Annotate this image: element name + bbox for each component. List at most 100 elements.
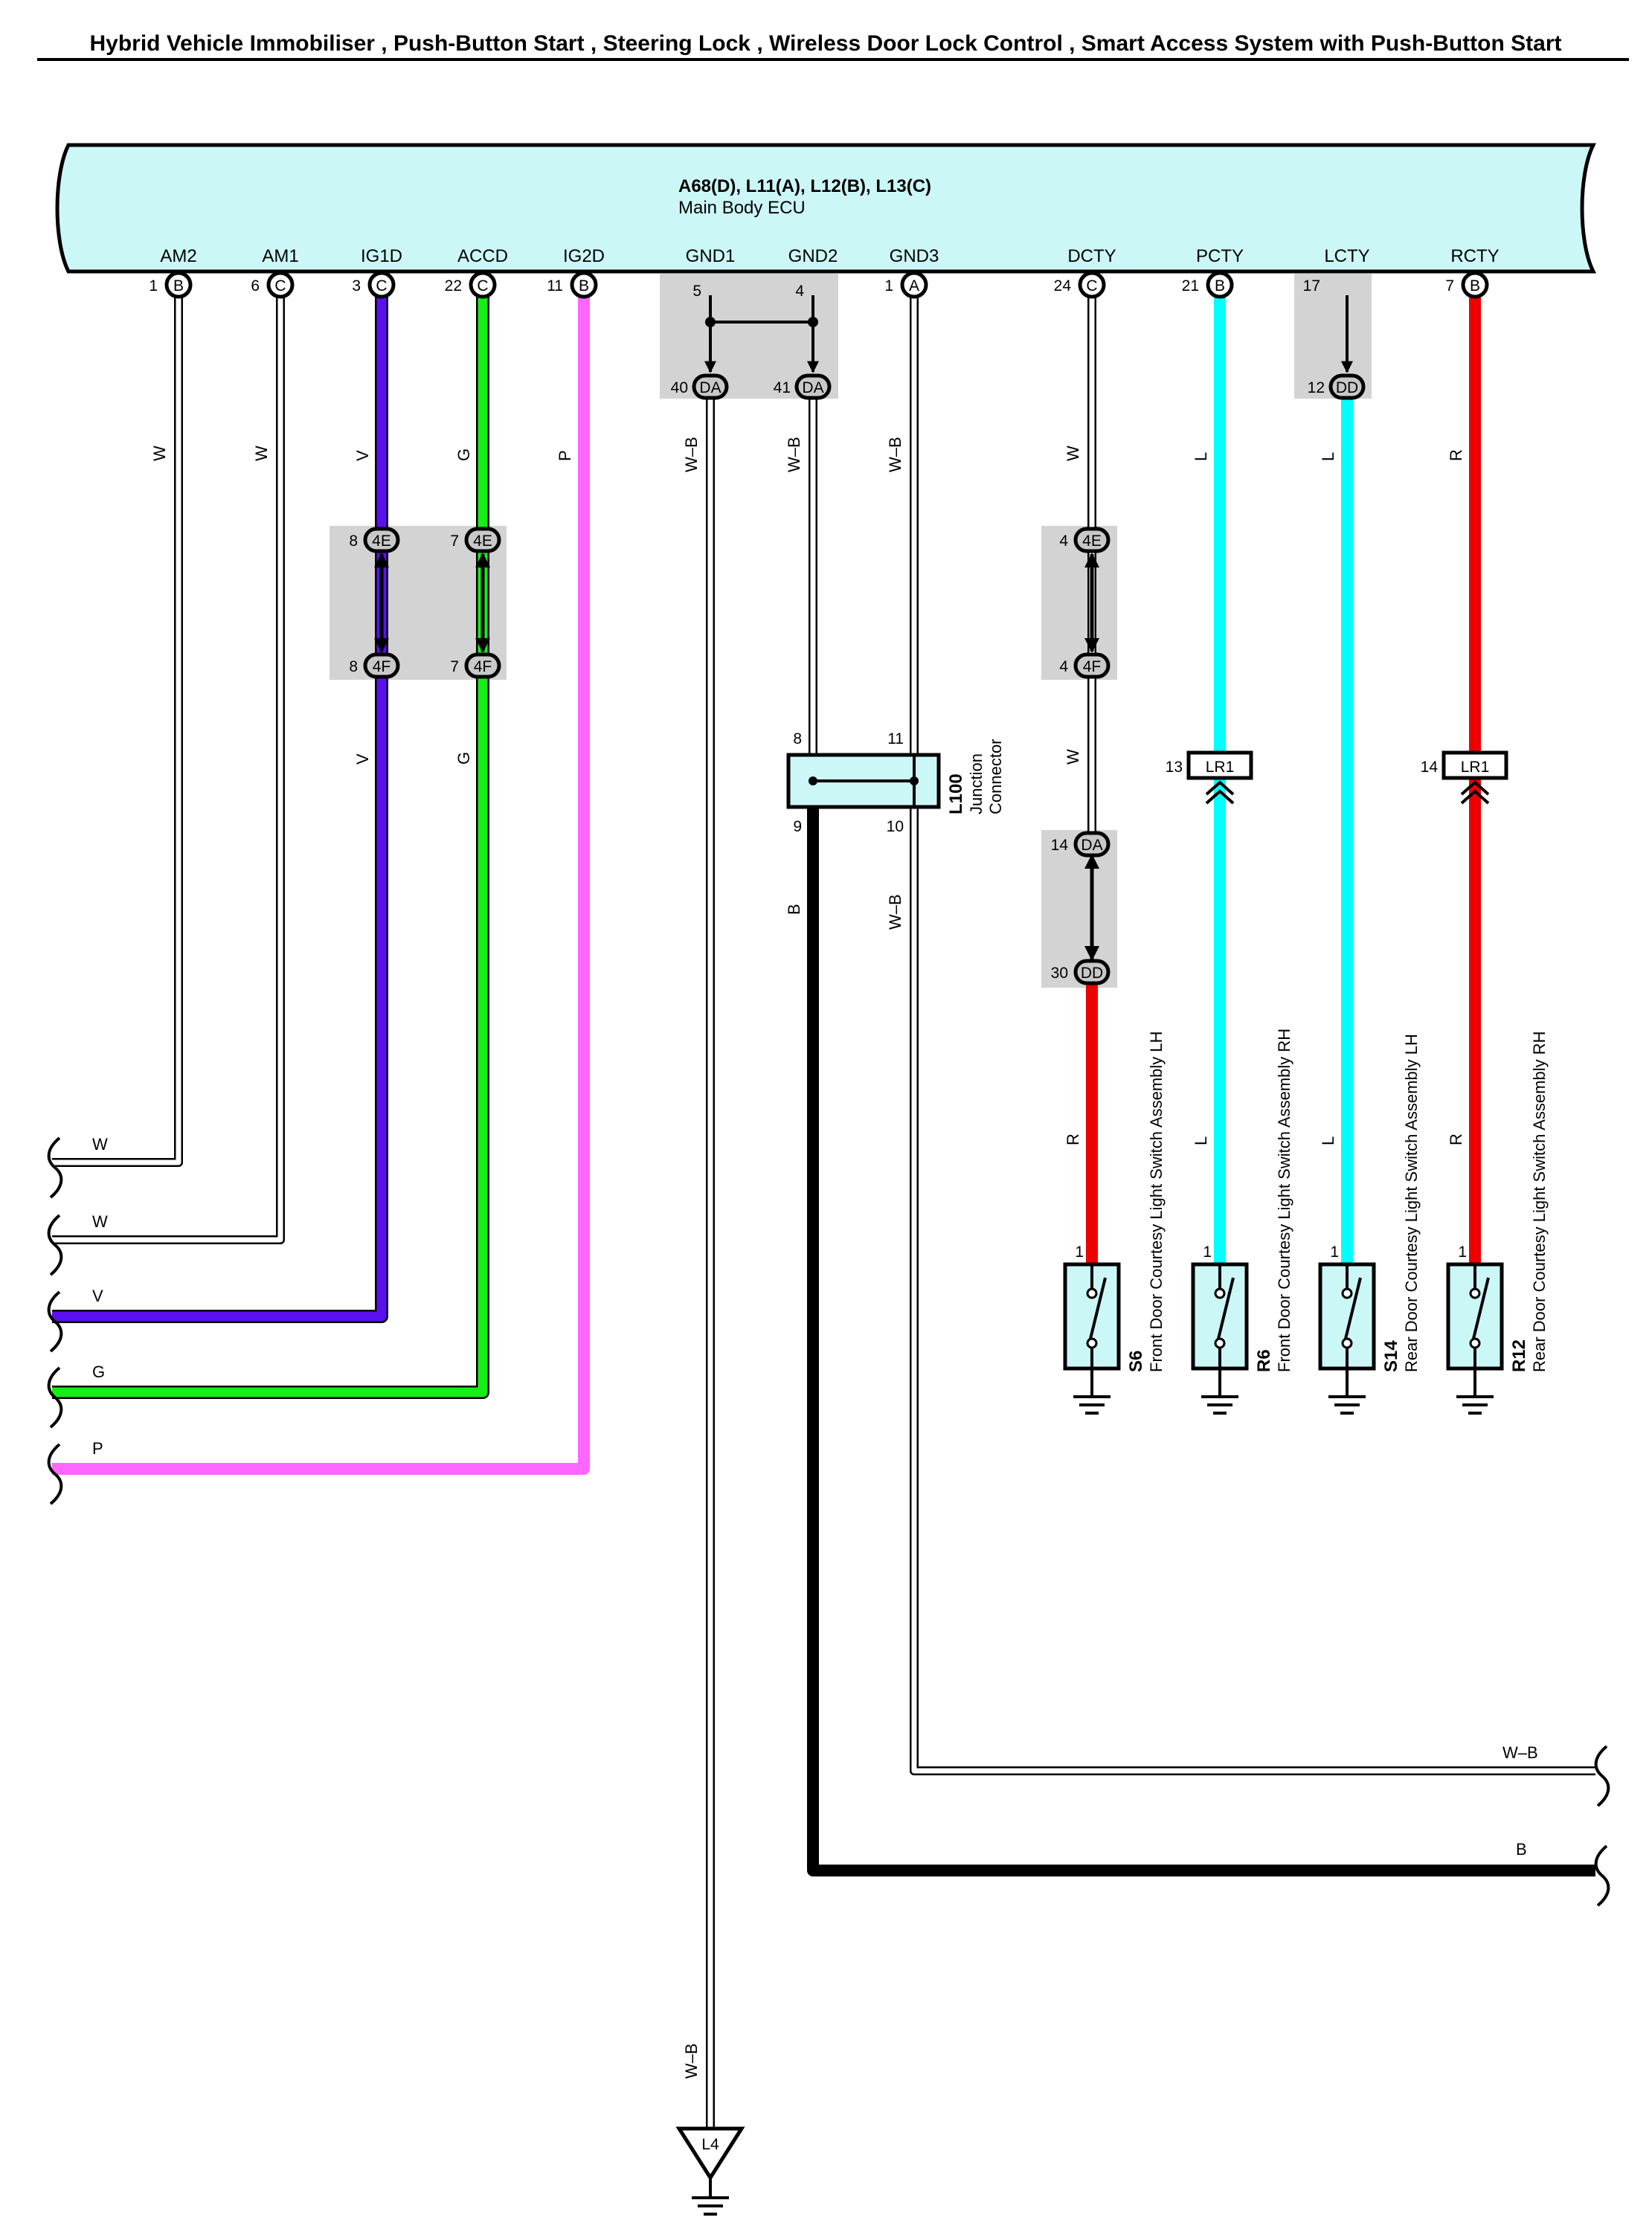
switches: 1 S6 Front Door Courtesy Light Switch As… <box>1063 1029 1549 1415</box>
label-gnd1-bottom: W–B <box>682 2043 701 2079</box>
wire-am1 <box>52 295 285 1244</box>
svg-text:1: 1 <box>1458 1244 1467 1261</box>
pin-ig1d: C 3 <box>352 271 396 299</box>
svg-text:4E: 4E <box>1082 533 1102 550</box>
label-lcty: L <box>1319 452 1337 461</box>
pin-lcty: 17 <box>1303 277 1320 295</box>
svg-text:4E: 4E <box>473 533 492 550</box>
pin-am1: C 6 <box>251 271 295 299</box>
gnd-splice <box>704 295 819 373</box>
wire-ig2d <box>52 295 590 1475</box>
terminal-name: RCTY <box>1450 246 1499 266</box>
pin-am2: B 1 <box>149 271 193 299</box>
connector-7-4f: 4F 7 <box>450 652 501 679</box>
connector-4-4e: 4E 4 <box>1059 527 1111 553</box>
terminal-names: AM2 AM1 IG1D ACCD IG2D GND1 GND2 GND3 DC… <box>160 246 1499 266</box>
svg-text:6: 6 <box>251 277 260 295</box>
svg-text:4E: 4E <box>372 533 391 550</box>
terminal-name: DCTY <box>1067 246 1116 266</box>
svg-text:3: 3 <box>352 277 361 295</box>
svg-text:A: A <box>909 277 919 295</box>
pin-gnd3: A 1 <box>884 271 928 299</box>
wire-am2 <box>52 295 183 1167</box>
switch-s14: 1 S14 Rear Door Courtesy Light Switch As… <box>1318 1034 1421 1415</box>
svg-text:DD: DD <box>1336 379 1358 396</box>
svg-text:C: C <box>274 277 286 295</box>
svg-text:LR1: LR1 <box>1461 759 1490 776</box>
label-rcty: R <box>1447 449 1465 461</box>
connector-13-lr1: LR1 13 <box>1166 750 1253 805</box>
wire-labels: W W V G P V G W–B W–B W–B B W–B W W R L … <box>150 437 1465 2079</box>
junction-connector-l100: 8 11 9 10 L100 Junction Connector <box>786 730 1005 835</box>
junction-code: L100 <box>946 773 966 814</box>
svg-text:11: 11 <box>887 730 904 747</box>
label-gnd3: W–B <box>886 437 904 472</box>
label-gnd1: W–B <box>682 437 701 472</box>
svg-text:4: 4 <box>1059 658 1068 675</box>
inline-connectors: LR1 13 LR1 14 <box>1166 750 1508 805</box>
svg-text:8: 8 <box>793 730 802 747</box>
svg-text:8: 8 <box>349 658 358 675</box>
pin-ig2d: B 11 <box>547 271 598 299</box>
connector-4-4f: 4F 4 <box>1059 652 1111 679</box>
diagram-title: Hybrid Vehicle Immobiliser , Push-Button… <box>89 31 1561 56</box>
svg-text:C: C <box>376 277 387 295</box>
connector-7-4e: 4E 7 <box>450 527 501 553</box>
switch-code: R6 <box>1254 1349 1274 1372</box>
terminal-name: AM2 <box>160 246 196 266</box>
svg-text:B: B <box>1470 277 1480 295</box>
4e4f-box-dcty <box>1041 526 1117 680</box>
pin-accd: C 22 <box>445 271 497 299</box>
splice-12-dd: DD 12 <box>1308 373 1366 400</box>
switch-r12: 1 R12 Rear Door Courtesy Light Switch As… <box>1446 1032 1549 1415</box>
left-break-marks <box>47 1136 63 1505</box>
svg-text:11: 11 <box>547 277 563 295</box>
label-ig1d-lower: V <box>353 753 372 765</box>
svg-text:B: B <box>173 277 184 295</box>
connector-8-4e: 4E 8 <box>349 527 400 553</box>
terminal-name: AM1 <box>262 246 298 266</box>
pin-gnd1: 5 <box>692 283 701 300</box>
label-right-wb: W–B <box>1502 1743 1538 1762</box>
label-left-p: P <box>92 1439 103 1458</box>
svg-text:41: 41 <box>774 379 791 396</box>
svg-text:1: 1 <box>1075 1244 1084 1261</box>
svg-text:40: 40 <box>671 379 688 396</box>
svg-text:22: 22 <box>445 277 462 295</box>
label-am2: W <box>150 446 169 461</box>
right-break-marks <box>1594 1745 1610 1907</box>
label-left-w2: W <box>92 1212 108 1231</box>
label-pcty: L <box>1192 452 1210 461</box>
label-dcty: W <box>1064 446 1082 461</box>
terminal-name: IG2D <box>563 246 605 266</box>
horizontal-wire-labels: W W V G P W–B B <box>92 1135 1538 1859</box>
connector-14-da: DA 14 <box>1051 831 1111 858</box>
label-dcty-lower: R <box>1064 1133 1082 1145</box>
svg-text:5: 5 <box>692 283 701 300</box>
terminal-name: GND1 <box>686 246 736 266</box>
terminal-name: LCTY <box>1324 246 1369 266</box>
terminal-name: GND2 <box>788 246 838 266</box>
label-ig2d: P <box>556 450 574 461</box>
svg-text:13: 13 <box>1166 759 1183 776</box>
switch-r6: 1 R6 Front Door Courtesy Light Switch As… <box>1191 1029 1293 1415</box>
splice-pills: DA 40 DA 41 DD 12 4E 8 4E 7 4F <box>349 373 1366 985</box>
switch-code: S14 <box>1381 1340 1401 1372</box>
label-left-g: G <box>92 1363 105 1381</box>
svg-text:4F: 4F <box>474 658 492 675</box>
pin-gnd2: 4 <box>795 283 804 300</box>
ecu-name: Main Body ECU <box>678 198 806 218</box>
switch-code: R12 <box>1509 1339 1529 1372</box>
svg-text:DA: DA <box>1081 837 1102 854</box>
switch-name: Rear Door Courtesy Light Switch Assembly… <box>1530 1032 1549 1373</box>
splice-40-da: DA 40 <box>671 373 729 400</box>
svg-text:DA: DA <box>802 379 823 396</box>
label-accd-lower: G <box>454 752 473 765</box>
label-accd: G <box>454 448 473 461</box>
wire-gnd2-lower <box>807 807 1595 1876</box>
svg-text:C: C <box>477 277 488 295</box>
label-gnd3-lower: W–B <box>886 894 904 930</box>
svg-text:4: 4 <box>795 283 804 300</box>
svg-text:14: 14 <box>1421 759 1439 776</box>
svg-text:1: 1 <box>149 277 158 295</box>
